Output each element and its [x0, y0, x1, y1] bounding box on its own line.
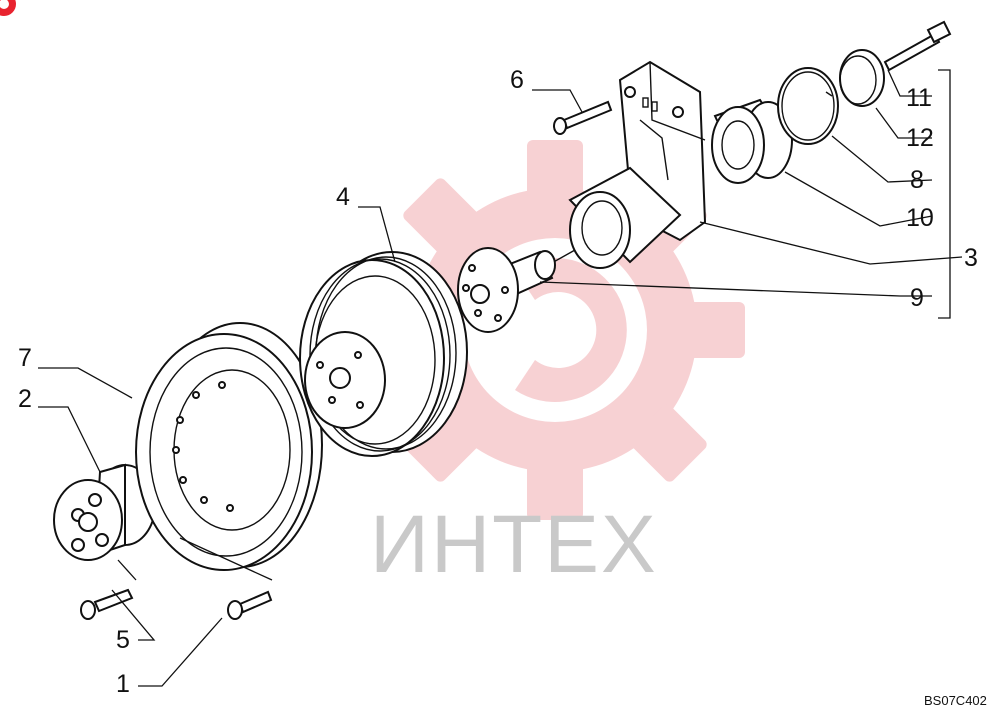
part-circlip-8	[777, 67, 839, 145]
drawing-code: BS07C402	[924, 693, 987, 708]
callout-5: 5	[116, 626, 130, 654]
callout-11: 11	[906, 84, 932, 112]
part-bracket-3	[568, 60, 707, 269]
part-washer-12	[839, 49, 885, 107]
watermark-text: ИНТЕХ	[370, 499, 658, 590]
callout-12: 12	[906, 124, 934, 152]
callout-10: 10	[906, 204, 934, 232]
callout-1: 1	[116, 670, 130, 698]
part-bolt-1	[227, 590, 273, 620]
part-bolt-6	[553, 100, 613, 135]
callout-2: 2	[18, 385, 32, 413]
callout-8: 8	[910, 166, 924, 194]
part-pulley-7	[135, 322, 323, 571]
callout-9: 9	[910, 284, 924, 312]
leader-lines	[38, 69, 963, 687]
part-damper-4	[299, 251, 468, 457]
callout-7: 7	[18, 344, 32, 372]
callout-3: 3	[964, 244, 978, 272]
part-flange-9	[457, 247, 556, 333]
red-corner-badge-icon	[0, 0, 16, 16]
callout-6: 6	[510, 66, 524, 94]
callout-4: 4	[336, 183, 350, 211]
part-bolt-11	[883, 20, 952, 72]
part-bolt-5	[80, 588, 134, 620]
